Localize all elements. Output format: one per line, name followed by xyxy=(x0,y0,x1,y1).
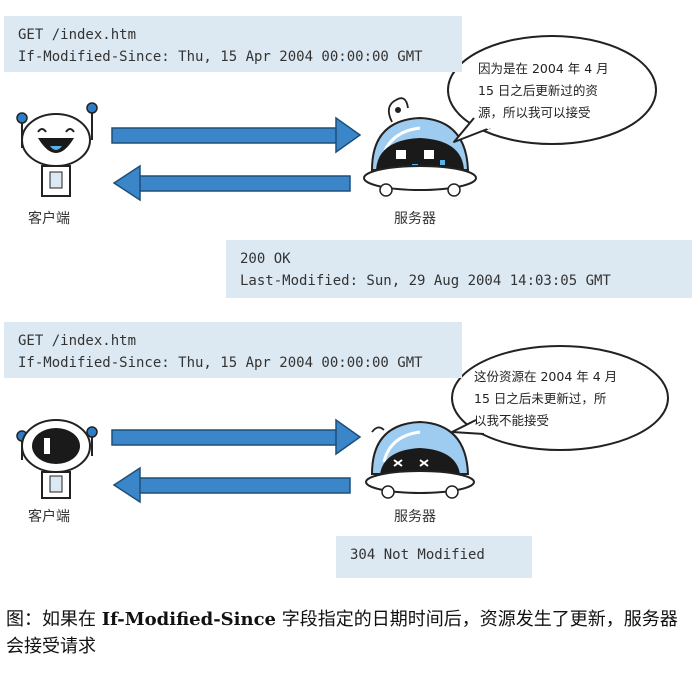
speech-bubble-bottom xyxy=(451,345,669,451)
if-modified-since-line: If-Modified-Since: Thu, 15 Apr 2004 00:0… xyxy=(18,355,423,371)
request-arrow-top xyxy=(111,116,362,154)
server-label-bottom: 服务器 xyxy=(394,509,436,525)
if-modified-since-line: If-Modified-Since: Thu, 15 Apr 2004 00:0… xyxy=(18,49,423,65)
bubble-line: 这份资源在 2004 年 4 月 xyxy=(474,369,618,384)
speech-bubble-top xyxy=(447,35,657,145)
diagram-scene xyxy=(16,35,669,504)
client-robot-sad xyxy=(16,419,98,499)
bubble-line: 15 日之后未更新过，所 xyxy=(474,391,607,406)
request-arrow-bottom xyxy=(111,418,362,456)
client-label-top: 客户端 xyxy=(28,211,70,227)
bubble-text-top: 因为是在 2004 年 4 月 15 日之后更新过的资 源，所以我可以接受 xyxy=(478,58,646,124)
last-modified-line: Last-Modified: Sun, 29 Aug 2004 14:03:05… xyxy=(240,273,611,289)
server-robot-happy xyxy=(363,97,477,197)
bubble-line: 因为是在 2004 年 4 月 xyxy=(478,61,609,76)
bubble-line: 源，所以我可以接受 xyxy=(478,105,591,120)
response-header-box-top: 200 OK Last-Modified: Sun, 29 Aug 2004 1… xyxy=(226,240,692,298)
bubble-line: 以我不能接受 xyxy=(474,413,550,428)
figure-caption: 图：如果在 If-Modified-Since 字段指定的日期时间后，资源发生了… xyxy=(6,606,690,660)
status-line: 304 Not Modified xyxy=(350,547,485,563)
request-line: GET /index.htm xyxy=(18,27,137,43)
response-arrow-bottom xyxy=(112,466,351,504)
caption-header-name: If-Modified-Since xyxy=(101,609,277,630)
request-header-box-bottom: GET /index.htm If-Modified-Since: Thu, 1… xyxy=(4,322,462,378)
client-robot-happy xyxy=(16,102,98,197)
caption-suffix: 字段指定的日期时间后，资源发生了更新，服务器会接受请求 xyxy=(6,609,678,657)
request-line: GET /index.htm xyxy=(18,333,137,349)
status-line: 200 OK xyxy=(240,251,291,267)
bubble-text-bottom: 这份资源在 2004 年 4 月 15 日之后未更新过，所 以我不能接受 xyxy=(474,366,658,432)
request-header-box-top: GET /index.htm If-Modified-Since: Thu, 1… xyxy=(4,16,462,72)
client-label-bottom: 客户端 xyxy=(28,509,70,525)
server-label-top: 服务器 xyxy=(394,211,436,227)
server-robot-sad xyxy=(365,420,475,499)
bubble-line: 15 日之后更新过的资 xyxy=(478,83,598,98)
response-arrow-top xyxy=(112,164,351,202)
caption-prefix: 图：如果在 xyxy=(6,609,102,630)
response-header-box-bottom: 304 Not Modified xyxy=(336,536,532,578)
